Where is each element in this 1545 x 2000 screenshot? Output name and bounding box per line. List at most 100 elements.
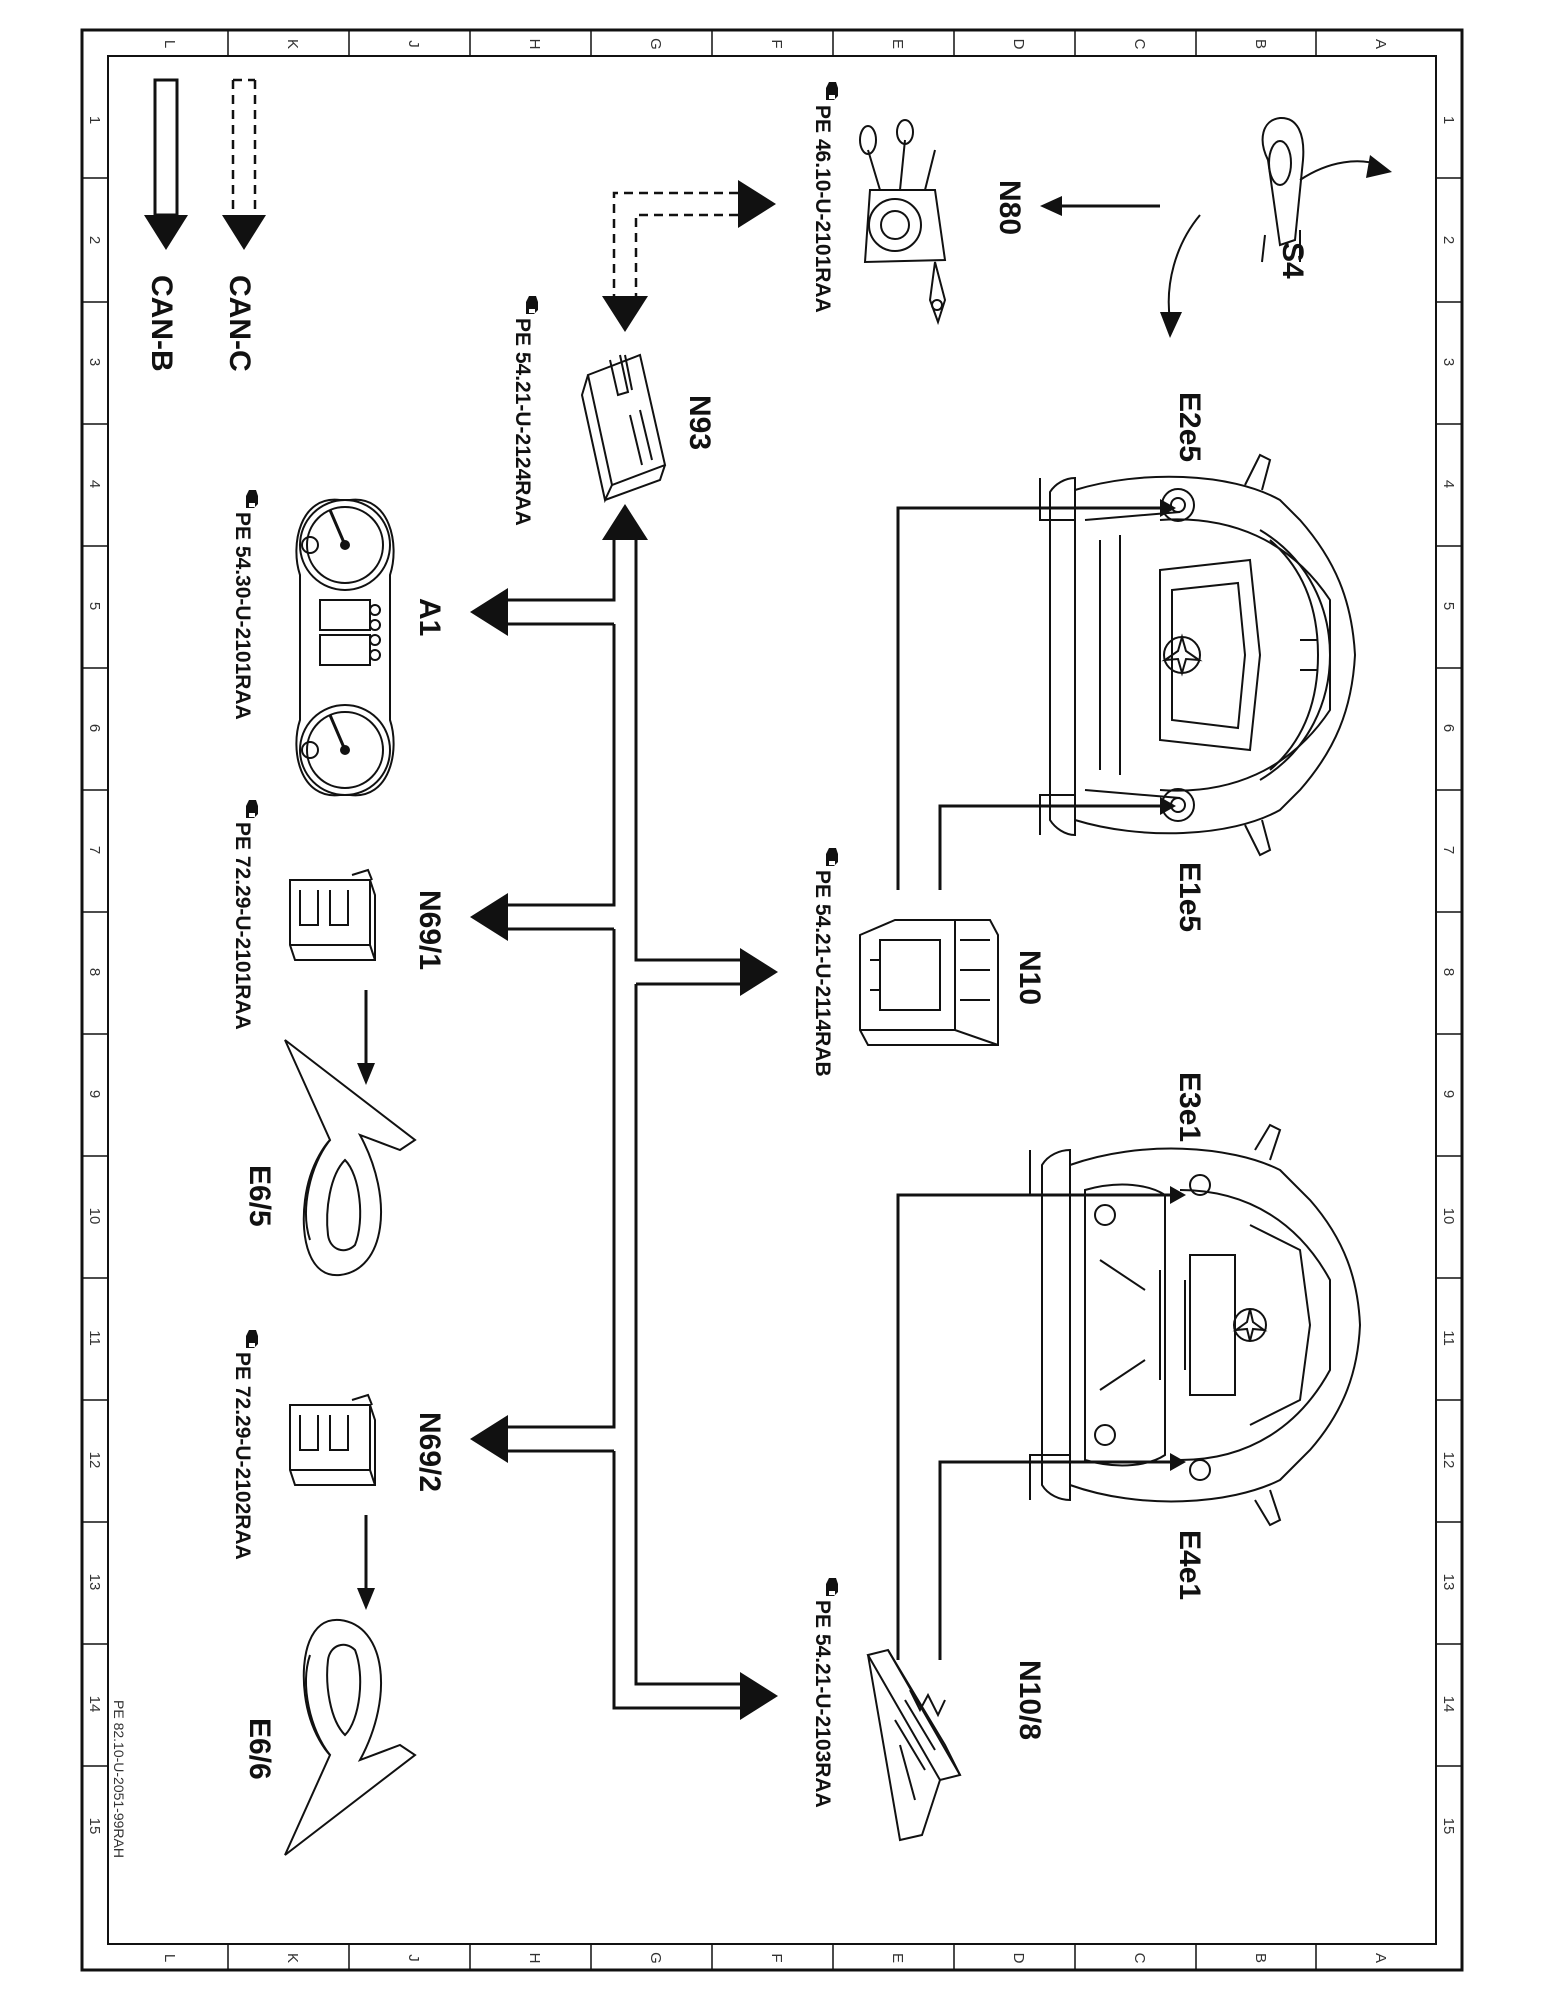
inner-frame: [107, 55, 1437, 1945]
n80-reference-text: PE 46.10-U-2101RAA: [811, 105, 834, 313]
e2e5-label: E2e5: [1173, 392, 1206, 462]
e4e1-label: E4e1: [1173, 1530, 1206, 1600]
n69-2-door-module-illustration: [289, 1393, 376, 1486]
grid-letter: H: [526, 39, 543, 50]
grid-number: 10: [86, 1208, 103, 1225]
grid-letter: E: [889, 39, 906, 49]
a1-reference-text: PE 54.30-U-2101RAA: [231, 512, 254, 720]
s4-label: S4: [1276, 242, 1309, 279]
grid-number: 2: [86, 236, 103, 244]
grid-letter: A: [1372, 1953, 1389, 1963]
n69-1-reference-text: PE 72.29-U-2101RAA: [231, 822, 254, 1030]
n10-reference: PE 54.21-U-2114RAB: [811, 848, 838, 1077]
vehicle-front-view-illustration: [1039, 453, 1357, 857]
grid-letter: C: [1131, 39, 1148, 50]
grid-letter: G: [647, 1952, 664, 1964]
grid-letter: J: [405, 1954, 422, 1962]
legend: CAN-C CAN-B: [144, 78, 266, 372]
a1-reference: PE 54.30-U-2101RAA: [231, 490, 258, 720]
grid-number: 8: [86, 968, 103, 976]
n80-label: N80: [993, 180, 1026, 235]
grid-number: 7: [1440, 846, 1457, 854]
grid-letter: K: [284, 1953, 301, 1963]
grid-number: 15: [1440, 1818, 1457, 1835]
grid-number: 1: [1440, 116, 1457, 124]
grid-letter: D: [1010, 39, 1027, 50]
legend-can-c-label: CAN-C: [223, 275, 256, 372]
n10-8-reference-text: PE 54.21-U-2103RAA: [811, 1600, 834, 1808]
grid-number: 8: [1440, 968, 1457, 976]
n93-label: N93: [683, 395, 716, 450]
grid-letter: B: [1252, 1953, 1269, 1963]
grid-letter: L: [161, 1954, 178, 1962]
n10-8-to-taillamp-lines: [896, 1186, 1186, 1660]
n69-1-door-module-illustration: [289, 868, 376, 961]
e1e5-label: E1e5: [1173, 862, 1206, 932]
a1-label: A1: [413, 598, 446, 636]
outer-frame: [80, 28, 1464, 1972]
grid-number: 11: [1440, 1330, 1457, 1346]
grid-letter: A: [1372, 39, 1389, 49]
legend-can-b-label: CAN-B: [145, 275, 178, 372]
grid-letter: D: [1010, 1953, 1027, 1964]
legend-can-b-arrow: [144, 78, 188, 250]
grid-number: 3: [1440, 358, 1457, 366]
n10-sam-module-illustration: [859, 919, 999, 1046]
n93-central-gateway-illustration: [580, 353, 667, 504]
grid-letter: K: [284, 39, 301, 49]
s4-combination-switch-illustration: [1160, 116, 1392, 338]
grid-number: 9: [1440, 1090, 1457, 1098]
grid-letter: C: [1131, 1953, 1148, 1964]
grid-letter: G: [647, 38, 664, 50]
grid-letter: L: [161, 40, 178, 48]
can-b-bus: [470, 504, 778, 1720]
n80-reference: PE 46.10-U-2101RAA: [811, 82, 838, 313]
n80-steering-column-module-illustration: [859, 119, 947, 326]
grid-number: 14: [86, 1696, 103, 1713]
arrow-s4-to-n80: [1040, 196, 1160, 216]
n69-2-reference: PE 72.29-U-2102RAA: [231, 1330, 258, 1560]
grid-letters-top: A B C D E F G H J K L: [161, 38, 1389, 50]
vehicle-rear-view-illustration: [1029, 1123, 1362, 1527]
e3e1-label: E3e1: [1173, 1072, 1206, 1142]
grid-number: 3: [86, 358, 103, 366]
grid-number: 15: [86, 1818, 103, 1835]
grid-ticks: [82, 30, 1462, 1970]
grid-number: 6: [86, 724, 103, 732]
grid-numbers-left: 1 2 3 4 5 6 7 8 9 10 11 12 13 14 15: [86, 116, 103, 1835]
grid-letter: J: [405, 40, 422, 48]
grid-number: 5: [86, 602, 103, 610]
n69-2-reference-text: PE 72.29-U-2102RAA: [231, 1352, 254, 1560]
arrow-n69-2-to-e6-6: [357, 1515, 375, 1610]
grid-number: 12: [86, 1452, 103, 1469]
e6-5-label: E6/5: [243, 1165, 276, 1227]
grid-number: 14: [1440, 1696, 1457, 1713]
grid-number: 5: [1440, 602, 1457, 610]
e6-6-exterior-mirror-illustration: [284, 1618, 417, 1856]
a1-instrument-cluster-illustration: [295, 498, 395, 797]
n69-2-label: N69/2: [413, 1412, 446, 1492]
grid-number: 4: [1440, 480, 1457, 488]
grid-numbers-right: 1 2 3 4 5 6 7 8 9 10 11 12 13 14 15: [1440, 116, 1457, 1835]
n93-reference: PE 54.21-U-2124RAA: [511, 296, 538, 526]
n93-reference-text: PE 54.21-U-2124RAA: [511, 318, 534, 526]
n10-8-sam-rear-module-illustration: [866, 1648, 962, 1842]
can-c-line-n80-n93: [602, 180, 776, 332]
grid-letters-bottom: A B C D E F G H J K L: [161, 1952, 1389, 1964]
grid-number: 9: [86, 1090, 103, 1098]
grid-letter: H: [526, 1953, 543, 1964]
n10-to-headlamp-lines: [896, 499, 1176, 890]
n10-8-label: N10/8: [1013, 1660, 1046, 1740]
grid-number: 7: [86, 846, 103, 854]
grid-number: 4: [86, 480, 103, 488]
grid-letter: F: [768, 1953, 785, 1962]
grid-letter: E: [889, 1953, 906, 1963]
grid-letter: F: [768, 39, 785, 48]
n10-8-reference: PE 54.21-U-2103RAA: [811, 1578, 838, 1808]
grid-letter: B: [1252, 39, 1269, 49]
n10-reference-text: PE 54.21-U-2114RAB: [811, 870, 834, 1077]
n69-1-reference: PE 72.29-U-2101RAA: [231, 800, 258, 1030]
n69-1-label: N69/1: [413, 890, 446, 970]
grid-number: 12: [1440, 1452, 1457, 1469]
